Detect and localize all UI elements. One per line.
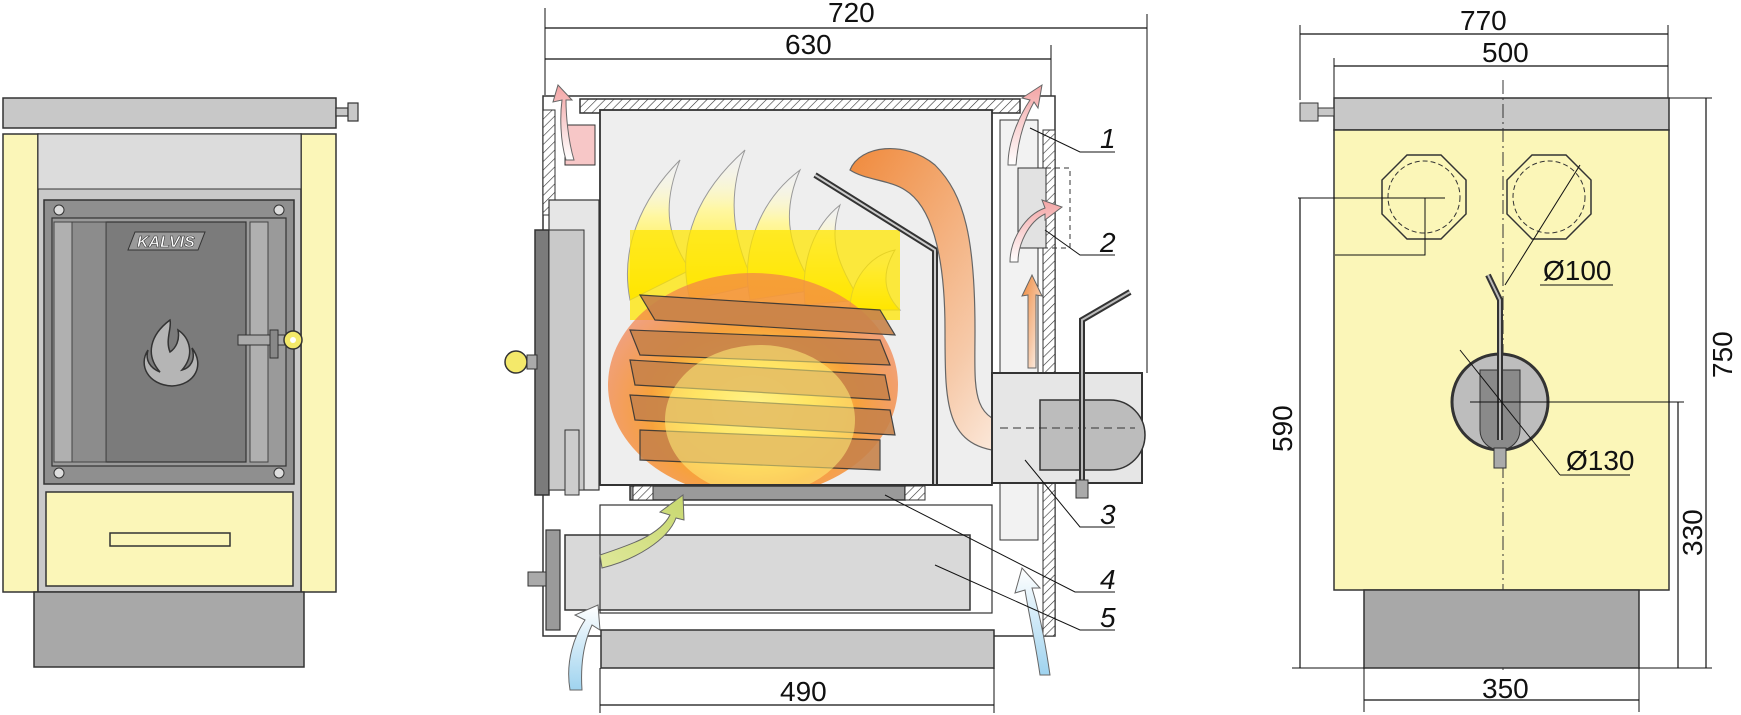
dim-770-label: 770 xyxy=(1460,5,1507,36)
dia-130-label: Ø130 xyxy=(1566,445,1635,476)
warm-air-arrow-mid xyxy=(1009,199,1064,263)
dim-630-label: 630 xyxy=(785,29,832,60)
front-view: KALVIS xyxy=(2,97,359,668)
dim-750-label: 750 xyxy=(1707,331,1738,378)
front-plinth xyxy=(33,591,305,668)
door-handle-latch xyxy=(269,329,279,359)
front-door-panel xyxy=(105,221,247,463)
section-view: 720 630 xyxy=(504,0,1148,713)
section-lower-door xyxy=(545,529,561,631)
front-door-rail-left xyxy=(53,221,73,463)
callout-leader-1 xyxy=(1029,127,1115,153)
section-lower-door-knob xyxy=(527,571,547,587)
side-view: 770 500 Ø100 Ø130 xyxy=(1267,5,1738,712)
callout-4: 4 xyxy=(1100,564,1116,595)
section-grate-support-left xyxy=(632,485,654,501)
section-air-slider xyxy=(564,429,580,496)
outlet-circle-left xyxy=(1387,160,1461,234)
screw-icon xyxy=(53,467,65,479)
primary-air-arrow xyxy=(599,494,685,569)
warm-air-arrow-left xyxy=(552,84,575,161)
side-top-plate xyxy=(1333,97,1670,131)
front-right-panel xyxy=(300,133,337,593)
front-top-knob-stem xyxy=(335,107,349,117)
front-upper-band xyxy=(37,133,302,190)
section-damper-handle-inner xyxy=(1081,291,1131,480)
front-door-glass-left xyxy=(71,221,107,463)
section-grate xyxy=(629,485,906,501)
section-ash-chamber xyxy=(599,504,993,614)
side-plinth xyxy=(1363,589,1640,669)
front-left-panel xyxy=(2,133,39,593)
outlet-octagon-left xyxy=(1381,154,1467,240)
door-handle-bar xyxy=(237,334,289,346)
dim-720-label: 720 xyxy=(828,0,875,28)
callout-leader-5 xyxy=(934,564,1115,631)
outlet-octagon-right xyxy=(1506,154,1592,240)
side-knob xyxy=(1299,102,1319,122)
dim-500-label: 500 xyxy=(1482,37,1529,68)
screw-icon xyxy=(273,204,285,216)
log xyxy=(638,294,897,336)
screw-icon xyxy=(53,204,65,216)
dia100-leader xyxy=(1504,164,1581,286)
dim-590-label: 590 xyxy=(1267,405,1298,452)
outlet-left-bracket xyxy=(1335,198,1426,256)
cold-air-arrow-left xyxy=(568,604,601,691)
outlet-cap-dashed xyxy=(1046,167,1071,249)
callout-2: 2 xyxy=(1099,227,1116,258)
section-plinth xyxy=(600,629,995,669)
door-handle-knob-center xyxy=(290,337,296,343)
front-top-plate xyxy=(2,97,337,129)
dia-100-label: Ø100 xyxy=(1543,255,1612,286)
front-top-knob xyxy=(347,102,359,122)
screw-icon xyxy=(273,467,285,479)
dim-330-label: 330 xyxy=(1677,509,1708,556)
dim-350-label: 350 xyxy=(1482,673,1529,704)
callout-leader-2 xyxy=(1044,229,1115,256)
section-door-knob xyxy=(504,350,528,374)
front-ash-drawer-handle xyxy=(109,532,231,547)
callout-5: 5 xyxy=(1100,602,1116,633)
callouts xyxy=(884,127,1115,631)
outlet-circle-right xyxy=(1512,160,1586,234)
callout-leader-4 xyxy=(884,494,1115,593)
side-damper-handle-inner xyxy=(1487,274,1501,440)
section-door-knob-stem xyxy=(526,354,538,370)
dia130-leader xyxy=(1459,349,1561,476)
section-grate-support-right xyxy=(904,485,926,501)
rising-air-arrow xyxy=(1021,273,1043,369)
callout-leader-3 xyxy=(1024,459,1115,528)
section-outlet-stub xyxy=(1017,167,1047,249)
cold-air-arrow-right xyxy=(1014,566,1051,676)
section-baffle-inner xyxy=(814,174,936,485)
side-damper-stop xyxy=(1493,447,1507,469)
damper-stop xyxy=(1075,479,1089,499)
brand-label: KALVIS xyxy=(137,234,195,251)
callout-1: 1 xyxy=(1100,123,1116,154)
brand-badge xyxy=(127,231,206,251)
dim-490-label: 490 xyxy=(780,676,827,707)
callout-3: 3 xyxy=(1100,499,1116,530)
fire-core xyxy=(665,345,855,495)
section-flue-damper xyxy=(1039,399,1146,471)
side-knob-stem xyxy=(1317,107,1335,117)
section-left-insulation xyxy=(542,109,556,216)
warm-air-arrow-right xyxy=(1007,83,1043,166)
flame-logo-icon xyxy=(143,318,199,387)
